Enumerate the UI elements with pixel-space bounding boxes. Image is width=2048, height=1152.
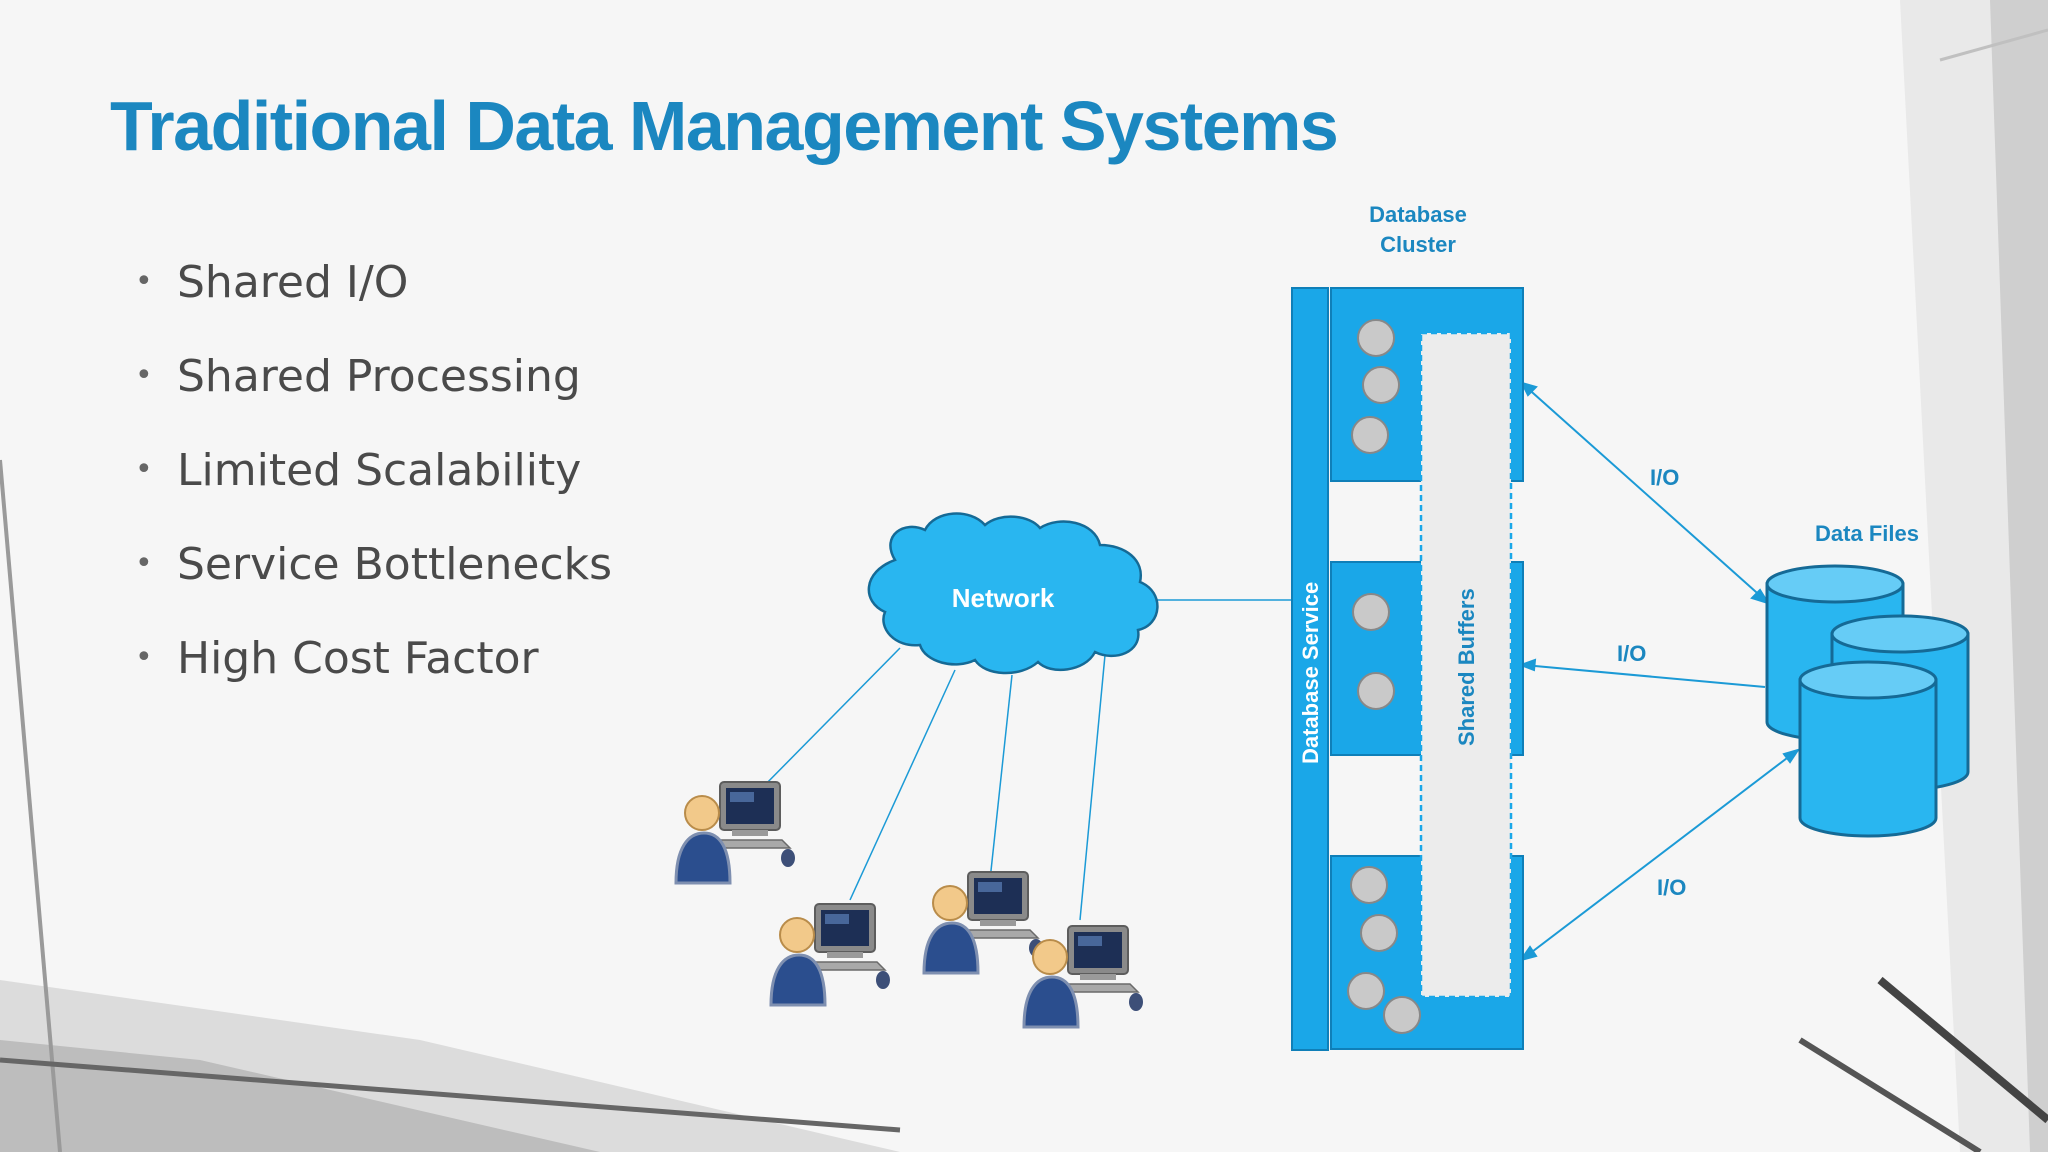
database-service-bar	[1291, 287, 1329, 1051]
io-label: I/O	[1617, 641, 1646, 666]
shared-buffers-panel	[1419, 331, 1513, 999]
bullet-dot-icon: •	[135, 264, 153, 299]
network-links	[759, 599, 1295, 921]
bullet-text: Shared I/O	[177, 257, 409, 308]
process-circles	[1347, 319, 1421, 1034]
slide-title: Traditional Data Management Systems	[110, 87, 1339, 165]
bullet-list: • Shared I/O • Shared Processing • Limited …	[135, 248, 612, 718]
bullet-text: Shared Processing	[177, 351, 581, 402]
bullet-item: • Limited Scalability	[135, 436, 612, 530]
bullet-item: • Shared Processing	[135, 342, 612, 436]
network-label: Network	[952, 583, 1055, 613]
io-arrows	[1518, 381, 1801, 962]
cluster-label-line1: Database	[1369, 202, 1467, 227]
bullet-dot-icon: •	[135, 546, 153, 581]
bullet-item: • High Cost Factor	[135, 624, 612, 718]
cluster-label-line2: Cluster	[1380, 232, 1456, 257]
bullet-dot-icon: •	[135, 640, 153, 675]
shared-buffers-label: Shared Buffers	[1454, 588, 1479, 746]
io-label: I/O	[1650, 465, 1679, 490]
user-computer-icon	[769, 902, 892, 1007]
data-files-label: Data Files	[1815, 521, 1919, 546]
user-computer-icon	[922, 870, 1045, 975]
bullet-text: High Cost Factor	[177, 633, 539, 684]
bullet-text: Service Bottlenecks	[177, 539, 613, 590]
io-label: I/O	[1657, 875, 1686, 900]
bullet-dot-icon: •	[135, 358, 153, 393]
bullet-item: • Service Bottlenecks	[135, 530, 612, 624]
database-cylinder-icon	[1798, 660, 1938, 838]
bullet-dot-icon: •	[135, 452, 153, 487]
user-computer-icon	[1022, 924, 1145, 1029]
database-service-label: Database Service	[1298, 582, 1323, 764]
bullet-item: • Shared I/O	[135, 248, 612, 342]
network-cloud-icon	[867, 512, 1159, 675]
bullet-text: Limited Scalability	[177, 445, 582, 496]
user-computer-icon	[674, 780, 797, 885]
